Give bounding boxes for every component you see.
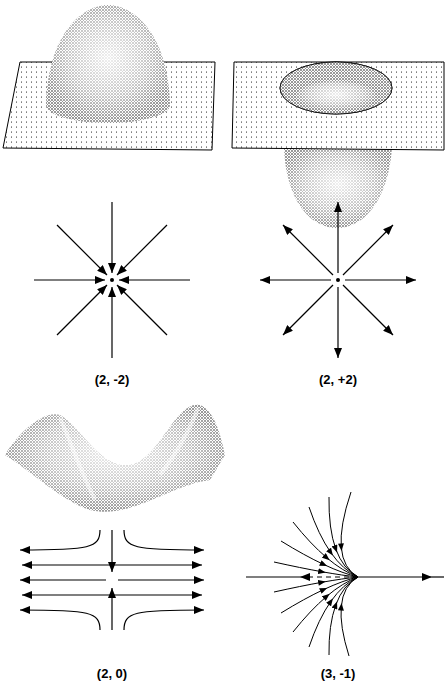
saddle-node-field — [341, 577, 358, 607]
saddle-field — [124, 530, 204, 550]
saddle-node-field — [281, 541, 324, 565]
saddle-node-field — [246, 576, 300, 577]
sink-field — [34, 279, 105, 280]
source-field — [260, 202, 416, 358]
saddle-surface — [5, 405, 225, 512]
sink-field — [57, 225, 107, 275]
saddle-field — [20, 579, 106, 580]
saddle-field — [20, 530, 204, 630]
saddle-field — [118, 579, 204, 580]
saddle-surface — [160, 408, 198, 475]
label-slot: (3, -1) — [321, 666, 356, 681]
saddle-field — [111, 530, 112, 572]
source-field — [345, 279, 416, 280]
panel-label: (2, +2) — [319, 372, 357, 387]
saddle-node-field — [329, 605, 336, 655]
saddle-surface — [5, 405, 225, 512]
source-field — [337, 202, 338, 273]
sink-field — [110, 278, 114, 282]
saddle-node-field — [327, 558, 358, 577]
saddle-node-field — [274, 562, 322, 572]
saddle-node-field — [281, 590, 324, 614]
source-field — [343, 285, 393, 335]
source-field — [336, 278, 340, 282]
panel-label: (2, -2) — [95, 372, 130, 387]
sink-field — [111, 202, 112, 273]
sink-field — [117, 285, 167, 335]
saddle-node-field — [309, 507, 331, 553]
bowl-surface — [296, 81, 376, 111]
saddle-field — [20, 610, 100, 630]
saddle-surface — [60, 418, 95, 500]
saddle-node-field — [329, 497, 336, 549]
source-field — [283, 285, 333, 335]
saddle-node-field — [274, 582, 322, 592]
panel-label: (2, 0) — [97, 666, 127, 681]
saddle-node-field — [336, 577, 358, 605]
sink-field — [117, 225, 167, 275]
saddle-node-field — [293, 596, 327, 632]
saddle-node-field — [322, 572, 358, 577]
source-field — [260, 279, 331, 280]
saddle-node-field — [432, 576, 444, 577]
sink-field — [111, 287, 112, 358]
saddle-node-field — [358, 576, 432, 577]
source-field — [283, 225, 333, 275]
saddle-surface — [5, 405, 225, 512]
sink-field — [119, 279, 190, 280]
saddle-field — [124, 610, 204, 630]
saddle-node-field — [293, 522, 327, 558]
sink-field — [34, 202, 190, 358]
hump-surface — [46, 5, 170, 123]
hump-surface — [46, 5, 170, 123]
saddle-node-field — [309, 602, 331, 648]
saddle-field — [111, 588, 112, 630]
hump-surface — [3, 5, 215, 150]
saddle-node-field — [341, 492, 351, 547]
saddle-field — [20, 530, 100, 550]
bowl-surface — [280, 62, 392, 114]
panel-label: (3, -1) — [321, 666, 356, 681]
label-slot: (2, 0) — [97, 666, 127, 681]
saddle-node-field — [341, 607, 349, 656]
bowl-surface — [232, 62, 444, 150]
saddle-node-field — [246, 492, 444, 656]
label-slot: (2, +2) — [319, 372, 357, 387]
source-field — [337, 287, 338, 358]
saddle-node-field — [300, 577, 358, 578]
label-slot: (2, -2) — [95, 372, 130, 387]
sink-field — [57, 285, 107, 335]
source-field — [343, 225, 393, 275]
